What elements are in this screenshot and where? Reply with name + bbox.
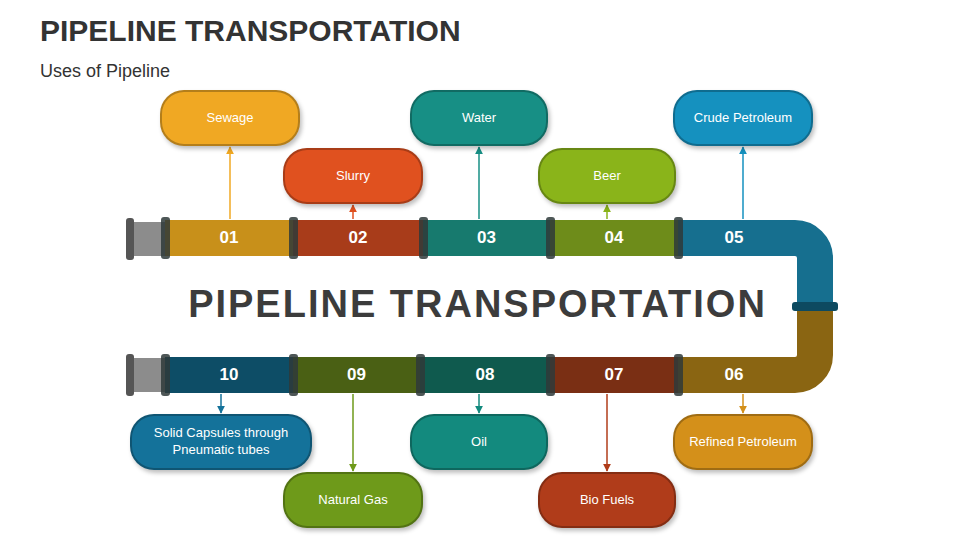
- callout-number: 07: [605, 365, 624, 385]
- leader-arrow: [742, 147, 744, 219]
- center-heading: PIPELINE TRANSPORTATION: [165, 283, 790, 326]
- callout-number: 05: [725, 228, 744, 248]
- use-box: Water: [410, 90, 548, 146]
- use-label: Beer: [593, 168, 620, 185]
- leader-arrow: [352, 394, 354, 471]
- use-box: Beer: [538, 148, 676, 204]
- use-label: Natural Gas: [318, 492, 387, 509]
- callout-number: 08: [476, 365, 495, 385]
- leader-arrow: [220, 394, 222, 413]
- callout-number: 04: [605, 228, 624, 248]
- page-title: PIPELINE TRANSPORTATION: [40, 14, 461, 48]
- use-box: Sewage: [160, 90, 300, 146]
- pipe-segment: 04: [550, 220, 678, 256]
- use-label: Water: [462, 110, 496, 127]
- leader-arrow: [352, 205, 354, 219]
- pipe-segment: 08: [420, 357, 550, 393]
- leader-arrow: [606, 394, 608, 471]
- pipe-segment: 05: [678, 220, 790, 256]
- use-box: Slurry: [283, 148, 423, 204]
- subtitle: Uses of Pipeline: [40, 61, 170, 82]
- callout-number: 03: [477, 228, 496, 248]
- use-label: Slurry: [336, 168, 370, 185]
- pipe-end-cap: [130, 358, 166, 392]
- use-box: Crude Petroleum: [673, 90, 813, 146]
- use-label: Crude Petroleum: [694, 110, 792, 127]
- leader-arrow: [742, 394, 744, 413]
- callout-number: 10: [220, 365, 239, 385]
- use-label: Solid Capsules through Pneumatic tubes: [144, 425, 298, 459]
- pipe-segment: 02: [293, 220, 423, 256]
- use-label: Oil: [471, 434, 487, 451]
- use-label: Bio Fuels: [580, 492, 634, 509]
- pipe-segment: 07: [550, 357, 678, 393]
- pipe-segment: 01: [165, 220, 293, 256]
- leader-arrow: [478, 147, 480, 219]
- use-box: Solid Capsules through Pneumatic tubes: [130, 414, 312, 470]
- pipe-segment: 09: [293, 357, 420, 393]
- callout-number: 09: [347, 365, 366, 385]
- pipe-end-flange: [126, 354, 134, 396]
- pipe-bend-collar: [792, 302, 838, 311]
- callout-number: 06: [725, 365, 744, 385]
- use-box: Oil: [410, 414, 548, 470]
- pipe-end-flange: [126, 218, 134, 260]
- use-label: Sewage: [207, 110, 254, 127]
- use-label: Refined Petroleum: [689, 434, 797, 451]
- use-box: Natural Gas: [283, 472, 423, 528]
- leader-arrow: [606, 205, 608, 219]
- use-box: Refined Petroleum: [673, 414, 813, 470]
- leader-arrow: [478, 394, 480, 413]
- pipe-segment: 10: [165, 357, 293, 393]
- pipe-segment: 06: [678, 357, 790, 393]
- pipe-end-cap: [130, 222, 166, 256]
- callout-number: 02: [349, 228, 368, 248]
- pipe-segment: 03: [423, 220, 550, 256]
- leader-arrow: [229, 147, 231, 219]
- use-box: Bio Fuels: [538, 472, 676, 528]
- callout-number: 01: [220, 228, 239, 248]
